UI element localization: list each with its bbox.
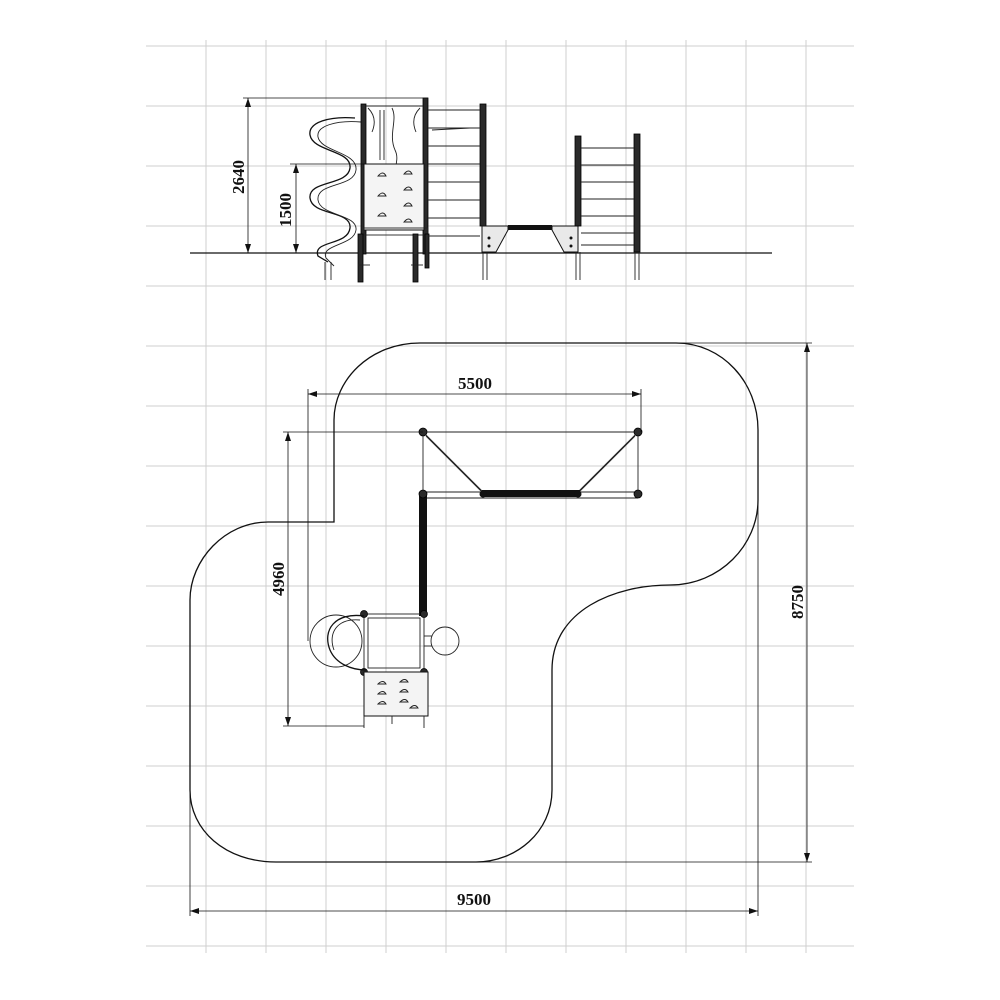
dimension-left-depth: 4960: [269, 431, 423, 727]
dimension-label-4960: 4960: [269, 562, 288, 596]
slide-top-view: [309, 614, 363, 668]
safety-zone-outline: [189, 342, 759, 863]
equipment-plan: [309, 427, 643, 728]
dimension-label-9500: 9500: [457, 890, 491, 909]
dimension-total-height: 2640: [229, 97, 428, 253]
climbing-ladder-left: [428, 103, 488, 280]
ladder-beam: [419, 494, 427, 616]
plan-view: 5500 4960 8750 9500: [189, 342, 812, 916]
elevation-view: 2640 1500: [190, 97, 772, 283]
tower: [357, 97, 430, 283]
round-platform: [430, 626, 460, 656]
bridge: [481, 225, 579, 253]
spiral-slide: [309, 116, 362, 280]
dimension-label-5500: 5500: [458, 374, 492, 393]
climbing-wall-panel: [363, 163, 425, 231]
background-grid: [146, 40, 854, 953]
dimension-platform-height: 1500: [276, 163, 364, 253]
climbing-ladder-right: [574, 133, 641, 280]
dimension-label-2640: 2640: [229, 160, 248, 194]
bridge-beam: [482, 490, 580, 497]
dimension-label-1500: 1500: [276, 193, 295, 227]
dimension-label-8750: 8750: [788, 585, 807, 619]
dimension-top-length: 5500: [307, 374, 642, 641]
climbing-wall-plan: [363, 671, 429, 717]
dimension-area-height: 8750: [476, 342, 812, 863]
dimension-area-width: 9500: [189, 500, 759, 916]
